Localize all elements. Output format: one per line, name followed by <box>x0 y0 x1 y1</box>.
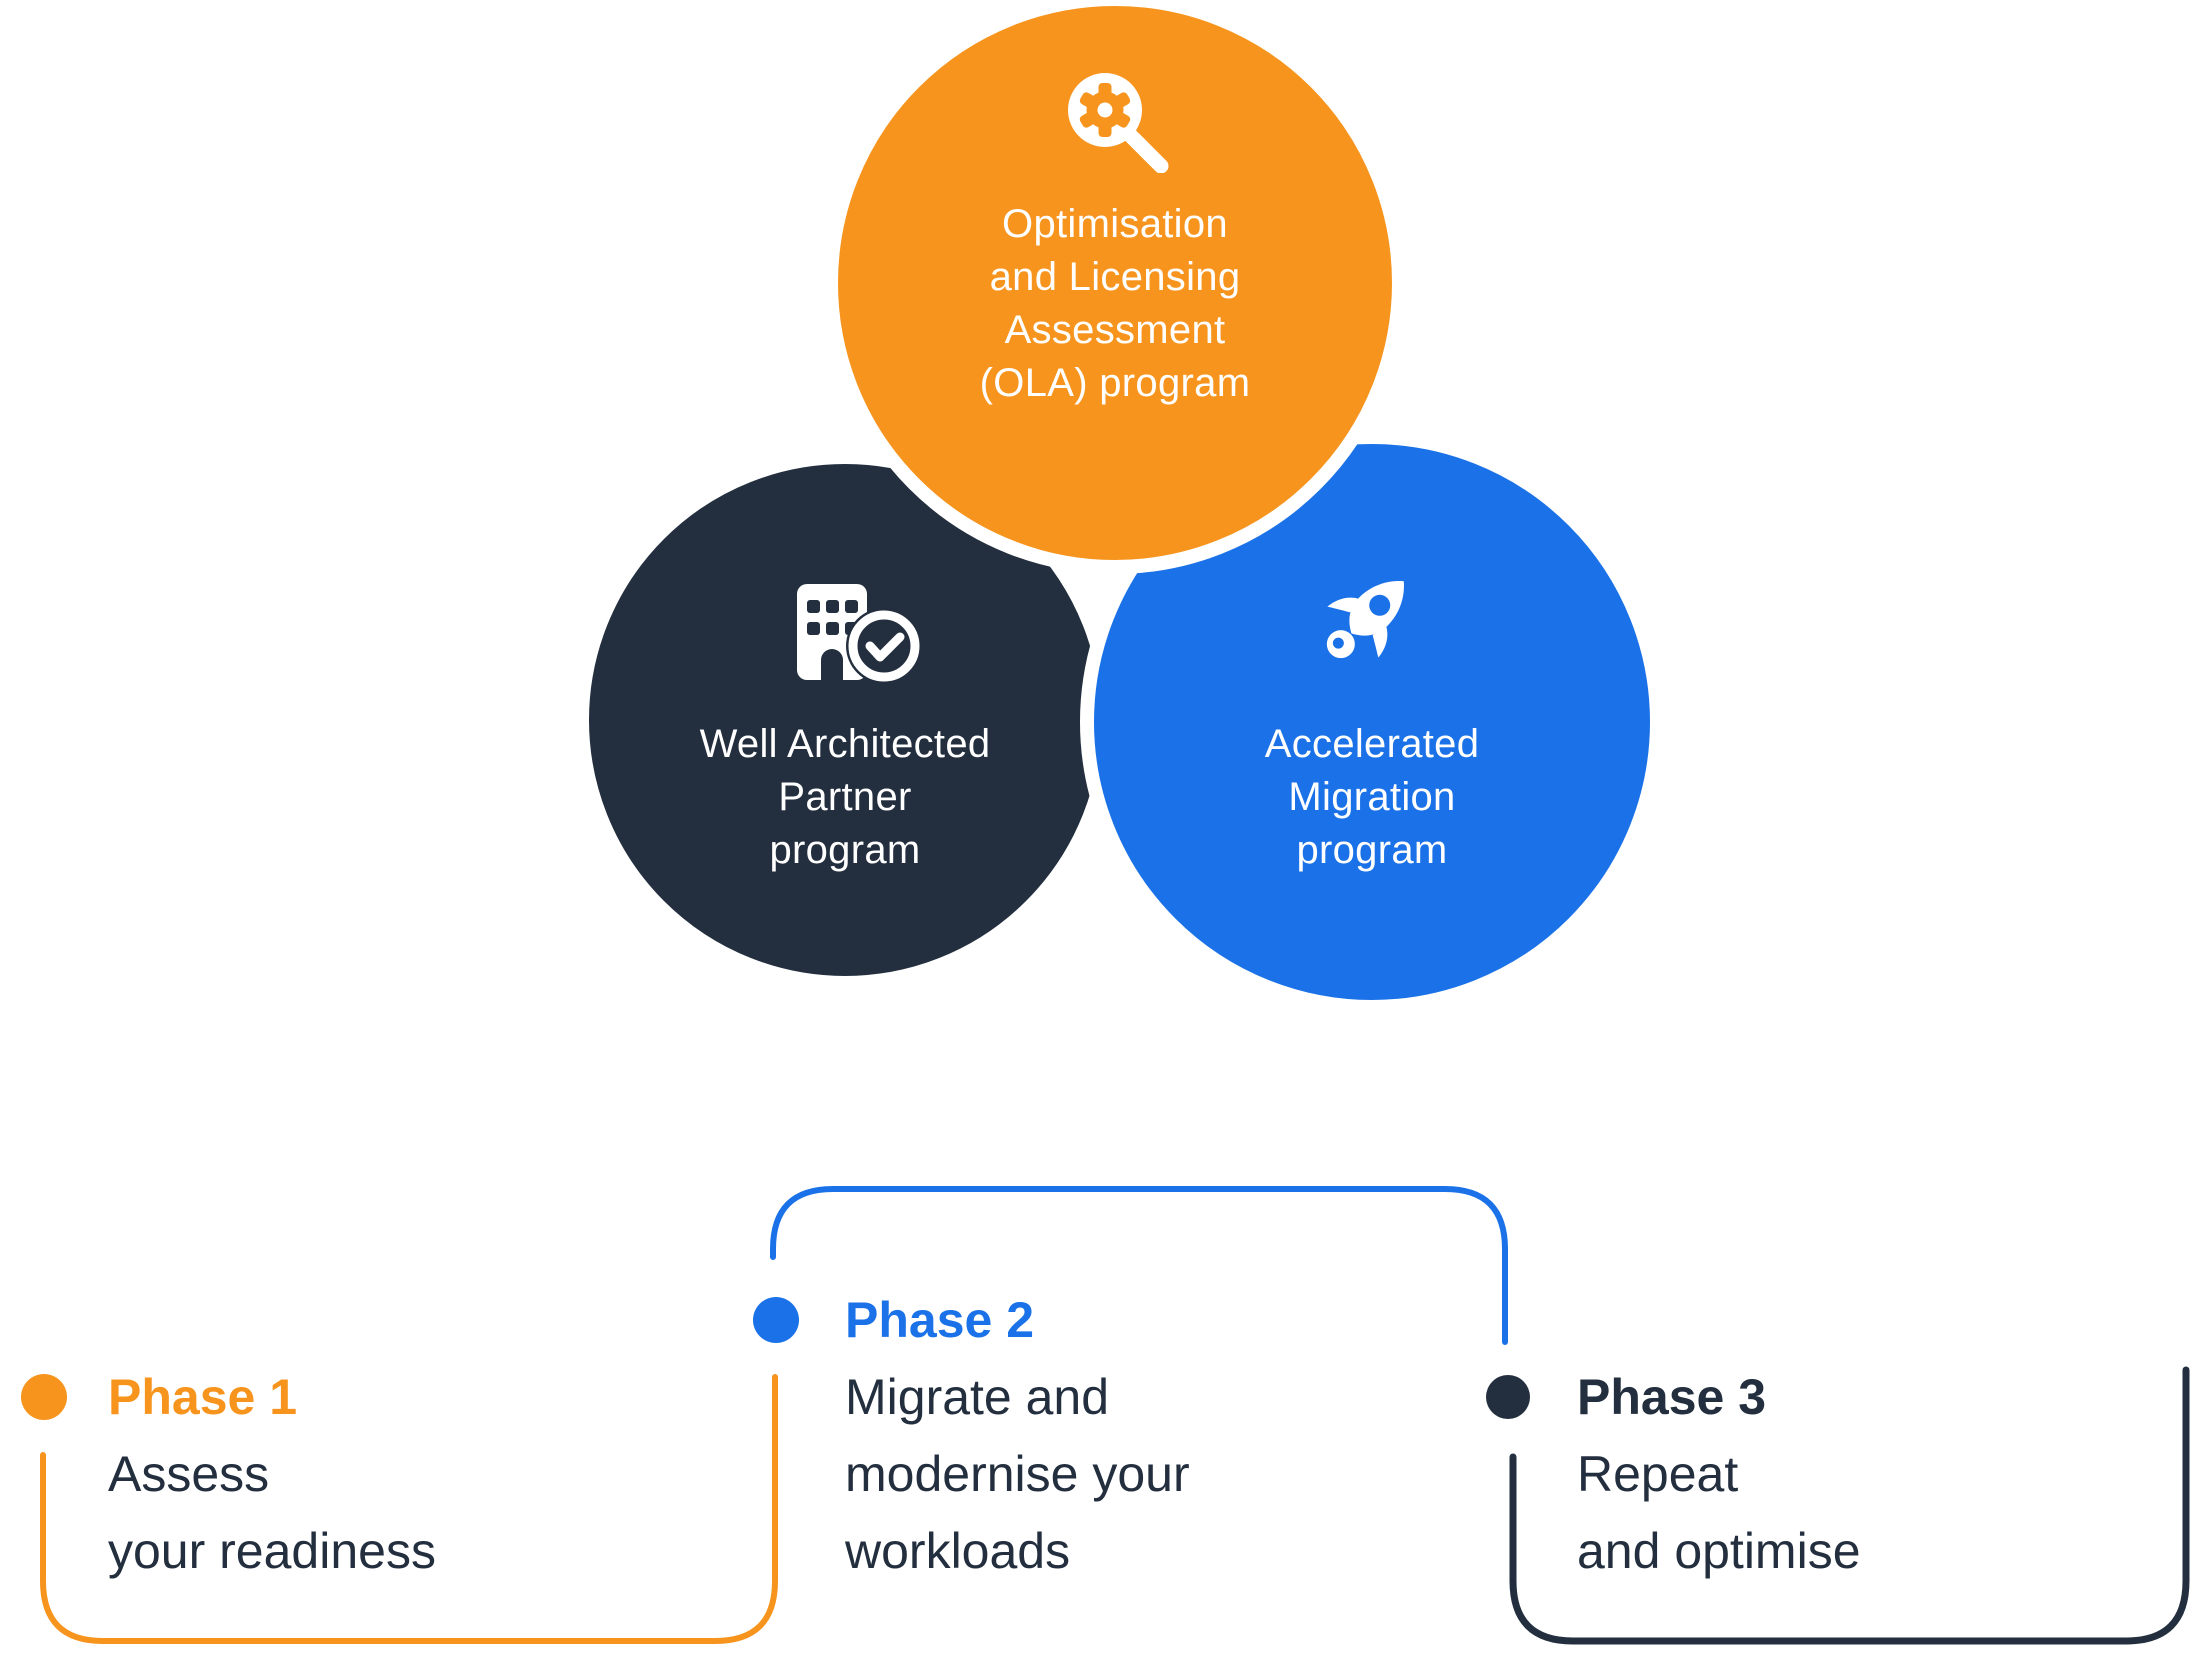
phase-description-line: Repeat <box>1577 1446 1739 1502</box>
phase-description-line: your readiness <box>108 1523 436 1579</box>
phase-description-line: Assess <box>108 1446 270 1502</box>
phase2-block: Phase 2 Migrate and modernise your workl… <box>845 1282 1190 1590</box>
circle-label-line: Optimisation <box>1002 202 1228 246</box>
circle-label-line: Assessment <box>1004 308 1226 352</box>
circle-label-accelerated-migration: Accelerated Migration program <box>1142 718 1602 877</box>
circle-label-line: program <box>1296 828 1448 872</box>
circle-label-line: Accelerated <box>1264 722 1480 766</box>
circle-label-line: Migration <box>1288 775 1456 819</box>
phase-description-line: workloads <box>845 1523 1071 1579</box>
circle-label-line: Partner <box>778 775 912 819</box>
phase1-label: Phase 1 <box>108 1369 298 1425</box>
gear-glyph <box>1079 83 1131 137</box>
phase3-block: Phase 3 Repeat and optimise <box>1577 1359 1861 1590</box>
phase-description-line: modernise your <box>845 1446 1190 1502</box>
magnifier-gear-icon <box>1055 58 1170 173</box>
circle-label-ola: Optimisation and Licensing Assessment (O… <box>865 198 1365 410</box>
circle-label-line: and Licensing <box>989 255 1241 299</box>
phase1-block: Phase 1 Assess your readiness <box>108 1359 436 1590</box>
phase2-dot <box>753 1297 799 1343</box>
phase3-dot <box>1486 1375 1530 1419</box>
circle-label-line: (OLA) program <box>979 361 1251 405</box>
rocket-icon <box>1312 566 1427 686</box>
circle-label-line: program <box>769 828 921 872</box>
circle-label-well-architected: Well Architected Partner program <box>615 718 1075 877</box>
phase3-label: Phase 3 <box>1577 1369 1767 1425</box>
building-check-icon <box>790 576 925 686</box>
circle-label-line: Well Architected <box>699 722 991 766</box>
phase-description-line: Migrate and <box>845 1369 1110 1425</box>
phase2-label: Phase 2 <box>845 1292 1035 1348</box>
phase-description-line: and optimise <box>1577 1523 1861 1579</box>
phase1-bracket <box>40 1374 778 1644</box>
phase2-bracket <box>770 1186 1508 1345</box>
phase1-dot <box>21 1374 67 1420</box>
phase3-bracket <box>1509 1366 2190 1645</box>
